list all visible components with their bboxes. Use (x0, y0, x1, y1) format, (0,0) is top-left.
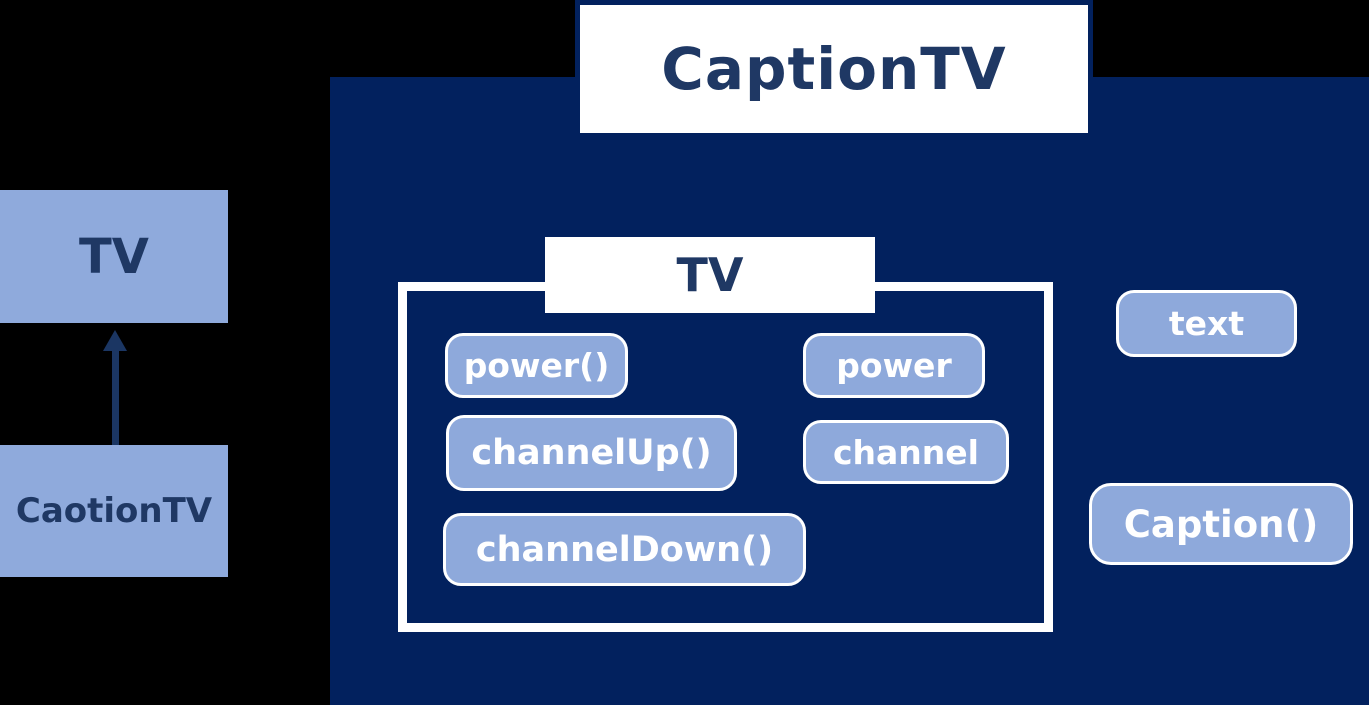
parent-class-label: TV (79, 228, 149, 285)
tv-class-label: TV (676, 248, 744, 302)
method-pill-channelup-label: channelUp() (471, 433, 712, 473)
method-pill-power: power() (445, 333, 628, 398)
method-pill-channeldown-label: channelDown() (475, 529, 774, 570)
field-pill-power: power (803, 333, 985, 398)
tv-class-label-box: TV (545, 237, 875, 313)
method-pill-channelup: channelUp() (446, 415, 737, 491)
inheritance-arrow-stem (112, 349, 119, 447)
captiontv-title-box: CaptionTV (575, 0, 1093, 138)
captiontv-title: CaptionTV (661, 35, 1007, 103)
parent-class-box-tv: TV (0, 190, 228, 323)
method-pill-power-label: power() (463, 346, 610, 385)
method-pill-channeldown: channelDown() (443, 513, 806, 586)
method-pill-caption: Caption() (1089, 483, 1353, 565)
field-pill-power-label: power (836, 346, 952, 385)
child-class-box-caotiontv: CaotionTV (0, 445, 228, 577)
field-pill-text-label: text (1168, 304, 1245, 343)
method-pill-caption-label: Caption() (1123, 502, 1319, 546)
field-pill-text: text (1116, 290, 1297, 357)
inheritance-arrow-up-icon (103, 330, 127, 351)
child-class-label: CaotionTV (15, 491, 213, 531)
field-pill-channel-label: channel (832, 432, 979, 472)
field-pill-channel: channel (803, 420, 1009, 484)
